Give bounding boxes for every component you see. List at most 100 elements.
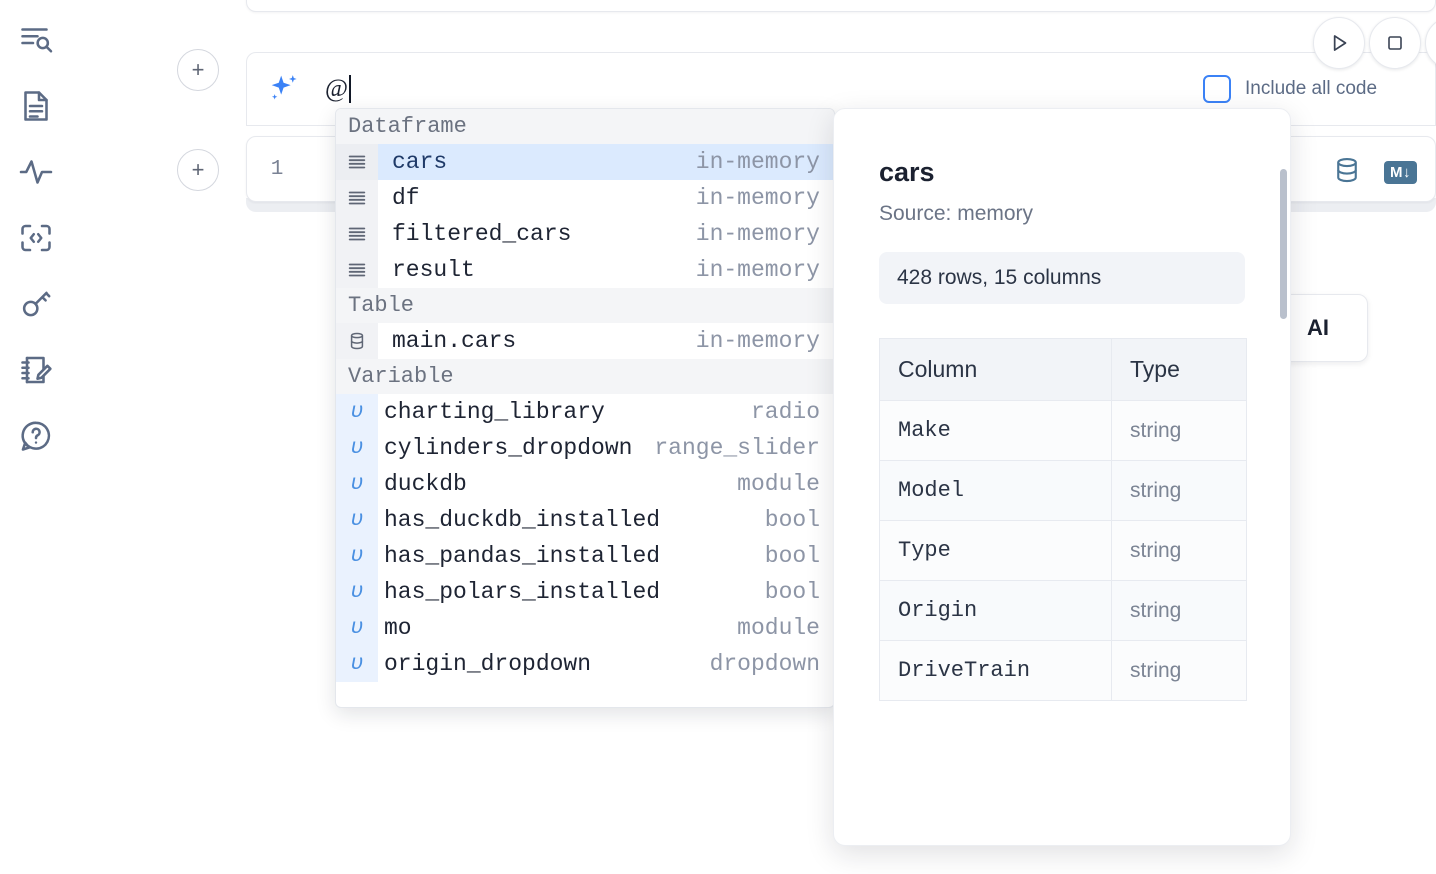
autocomplete-item-type: module	[737, 471, 820, 497]
autocomplete-item-type: bool	[764, 579, 820, 605]
autocomplete-item[interactable]: result in-memory	[336, 252, 834, 288]
preview-column-name: Type	[879, 520, 1112, 581]
variable-icon: υ	[336, 430, 378, 466]
include-all-code-label: Include all code	[1245, 78, 1378, 99]
autocomplete-group-header: Table	[336, 288, 834, 323]
dataset-preview-popover: cars Source: memory 428 rows, 15 columns…	[833, 108, 1291, 846]
notebook-file-icon[interactable]	[12, 82, 60, 130]
include-all-code-checkbox[interactable]	[1203, 75, 1231, 103]
file-explorer-icon[interactable]	[12, 16, 60, 64]
preview-column-name: DriveTrain	[879, 640, 1112, 701]
help-chat-icon[interactable]	[12, 412, 60, 460]
variable-icon: υ	[336, 502, 378, 538]
autocomplete-item-name: charting_library	[384, 399, 605, 425]
text-caret	[349, 75, 352, 103]
ai-prompt-input[interactable]: @	[325, 75, 352, 103]
preview-column-name: Model	[879, 460, 1112, 521]
sparkle-icon	[267, 72, 301, 106]
ai-prompt-value: @	[325, 75, 349, 102]
markdown-badge[interactable]: M↓	[1384, 161, 1417, 184]
preview-column-type: string	[1111, 460, 1247, 521]
preview-column-type: string	[1111, 580, 1247, 641]
variable-icon: υ	[336, 574, 378, 610]
variable-icon: υ	[336, 610, 378, 646]
autocomplete-group-header: Dataframe	[336, 109, 834, 144]
autocomplete-item[interactable]: df in-memory	[336, 180, 834, 216]
database-icon[interactable]	[1332, 155, 1362, 190]
preview-source: Source: memory	[879, 202, 1034, 225]
ai-chip-label: AI	[1307, 315, 1329, 340]
autocomplete-item-type: module	[737, 615, 820, 641]
autocomplete-item-name: filtered_cars	[392, 221, 572, 247]
run-button[interactable]	[1313, 17, 1365, 69]
line-number: 1	[270, 157, 284, 181]
autocomplete-item-name: duckdb	[384, 471, 467, 497]
dataframe-icon	[336, 144, 378, 180]
autocomplete-item-name: cylinders_dropdown	[384, 435, 633, 461]
add-cell-button-bottom[interactable]: +	[177, 149, 219, 191]
preview-column-name: Make	[879, 400, 1112, 461]
autocomplete-item-name: has_polars_installed	[384, 579, 661, 605]
cell-toolbar: M↓	[1332, 155, 1417, 190]
autocomplete-item-name: cars	[392, 149, 448, 175]
preview-title: cars	[879, 157, 935, 187]
add-cell-button-top[interactable]: +	[177, 49, 219, 91]
autocomplete-item-name: df	[392, 185, 420, 211]
autocomplete-item-type: in-memory	[695, 257, 820, 283]
variable-icon: υ	[336, 466, 378, 502]
code-snippets-icon[interactable]	[12, 214, 60, 262]
preview-stats: 428 rows, 15 columns	[879, 252, 1245, 304]
preview-column-name: Origin	[879, 580, 1112, 641]
autocomplete-group-header: Variable	[336, 359, 834, 394]
autocomplete-item-type: in-memory	[695, 149, 820, 175]
autocomplete-item-type: in-memory	[695, 221, 820, 247]
cell-above[interactable]	[246, 0, 1436, 12]
variable-icon: υ	[336, 394, 378, 430]
preview-column-type: string	[1111, 640, 1247, 701]
autocomplete-item-type: in-memory	[695, 185, 820, 211]
autocomplete-item-name: has_pandas_installed	[384, 543, 661, 569]
autocomplete-item-type: range_slider	[654, 435, 820, 461]
stop-button[interactable]	[1369, 17, 1421, 69]
table-database-icon	[336, 323, 378, 359]
activity-icon[interactable]	[12, 148, 60, 196]
autocomplete-item-type: dropdown	[709, 651, 820, 677]
table-header-row: Column Type	[879, 338, 1247, 401]
preview-column-type: string	[1111, 520, 1247, 581]
autocomplete-item-name: origin_dropdown	[384, 651, 592, 677]
secrets-key-icon[interactable]	[12, 280, 60, 328]
preview-scrollbar[interactable]	[1280, 169, 1287, 319]
autocomplete-item[interactable]: filtered_cars in-memory	[336, 216, 834, 252]
variable-icon: υ	[336, 538, 378, 574]
autocomplete-item-name: mo	[384, 615, 412, 641]
variable-icon: υ	[336, 646, 378, 682]
autocomplete-item-name: result	[392, 257, 475, 283]
dataframe-icon	[336, 180, 378, 216]
scratchpad-edit-icon[interactable]	[12, 346, 60, 394]
header-column: Column	[879, 338, 1112, 401]
dataframe-icon	[336, 216, 378, 252]
autocomplete-item-name: has_duckdb_installed	[384, 507, 661, 533]
autocomplete-item-name: main.cars	[392, 328, 517, 354]
dataframe-icon	[336, 252, 378, 288]
autocomplete-item[interactable]: cars in-memory	[336, 144, 834, 180]
autocomplete-item-type: bool	[764, 507, 820, 533]
header-type: Type	[1111, 338, 1247, 401]
